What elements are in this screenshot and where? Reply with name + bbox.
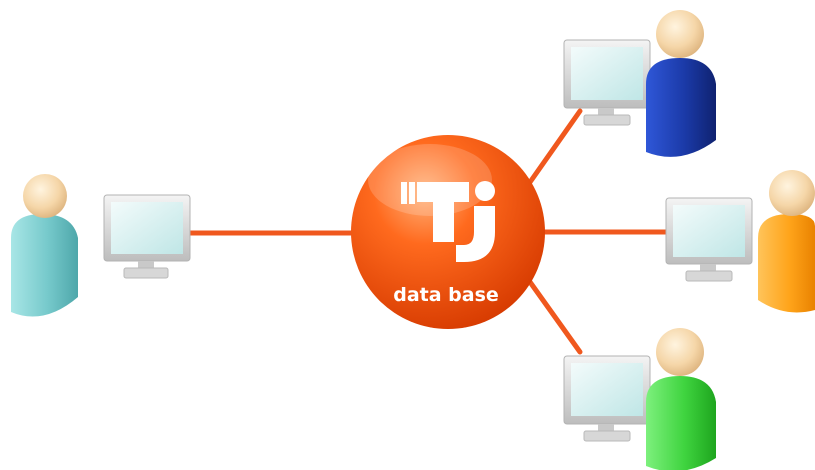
- database-hub: data base: [351, 135, 545, 329]
- monitor-left: [103, 194, 191, 279]
- tj-logo-icon: [401, 181, 495, 262]
- monitor-bottom-right-base: [583, 430, 631, 442]
- monitor-left-screen: [111, 202, 183, 254]
- monitor-top-right-screen: [571, 47, 643, 100]
- monitor-bottom-right: [563, 355, 651, 442]
- monitor-bottom-right-neck: [598, 424, 614, 432]
- monitor-middle-right-screen: [673, 205, 745, 257]
- monitor-left-neck: [138, 261, 154, 269]
- monitor-bottom-right-screen: [571, 363, 643, 416]
- user-middle-right-head: [769, 170, 815, 216]
- monitor-middle-right-base: [685, 270, 733, 282]
- hub-label: data base: [393, 284, 499, 306]
- user-bottom-right-body: [646, 376, 716, 470]
- connectors: [187, 108, 671, 355]
- user-bottom-right: [646, 328, 716, 470]
- monitor-middle-right-neck: [700, 264, 716, 272]
- user-middle-right: [758, 170, 815, 313]
- monitor-left-base: [123, 267, 169, 279]
- connector-top-right: [525, 108, 583, 188]
- monitor-top-right-neck: [598, 108, 614, 116]
- user-left-body: [11, 214, 78, 317]
- user-top-right-head: [656, 10, 704, 58]
- hub-highlight: [368, 144, 492, 216]
- monitor-top-right-base: [583, 114, 631, 126]
- user-bottom-right-head: [656, 328, 704, 376]
- monitor-middle-right: [665, 197, 753, 282]
- connector-bottom-right: [527, 279, 583, 355]
- user-left-head: [23, 174, 67, 218]
- user-middle-right-body: [758, 214, 815, 313]
- user-top-right-body: [646, 58, 716, 157]
- monitor-top-right: [563, 39, 651, 126]
- user-left: [11, 174, 78, 317]
- user-top-right: [646, 10, 716, 157]
